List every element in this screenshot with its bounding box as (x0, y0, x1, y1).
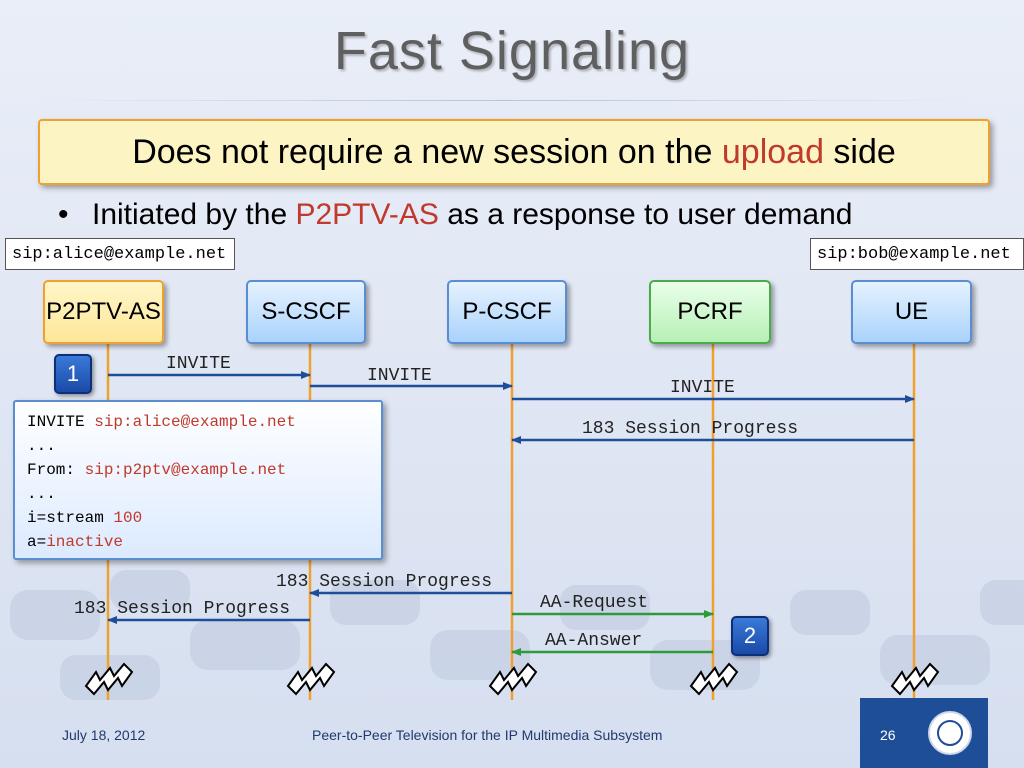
highlight-banner: Does not require a new session on the up… (38, 119, 990, 185)
break-icon-ue (890, 662, 940, 696)
footer-title: Peer-to-Peer Television for the IP Multi… (312, 727, 663, 743)
step-badge-2: 2 (731, 616, 769, 656)
node-p-cscf: P-CSCF (447, 280, 567, 344)
bullet-text-before: Initiated by the (92, 198, 296, 231)
node-s-cscf: S-CSCF (246, 280, 366, 344)
label-183-1: 183 Session Progress (582, 419, 798, 439)
msg-line-4: ... (27, 485, 56, 503)
sip-address-bob: sip:bob@example.net (810, 238, 1024, 270)
bullet-symbol: • (58, 198, 69, 231)
step-badge-1: 1 (54, 354, 92, 394)
banner-text-before: Does not require a new session on the (132, 133, 722, 171)
msg-line-6: a=inactive (27, 530, 369, 554)
label-invite-1: INVITE (166, 354, 231, 374)
label-invite-2: INVITE (367, 366, 432, 386)
footer-date: July 18, 2012 (62, 727, 146, 743)
bullet-text-after: as a response to user demand (438, 198, 853, 231)
label-invite-3: INVITE (670, 378, 735, 398)
node-ue: UE (851, 280, 972, 344)
bullet-highlight: P2PTV-AS (295, 198, 439, 231)
invite-message-box: INVITE sip:alice@example.net ... From: s… (13, 400, 383, 560)
msg-line-1-value: sip:alice@example.net (94, 413, 296, 431)
msg-line-1: INVITE sip:alice@example.net (27, 410, 369, 434)
title-divider (40, 100, 970, 101)
page-number: 26 (880, 727, 896, 743)
university-seal-icon (928, 711, 972, 755)
msg-line-6-value: inactive (46, 533, 124, 551)
msg-line-5-key: i=stream (27, 509, 114, 527)
sip-address-alice: sip:alice@example.net (5, 238, 235, 270)
page-title: Fast Signaling (333, 21, 691, 81)
msg-line-3: From: sip:p2ptv@example.net (27, 458, 369, 482)
msg-line-2: ... (27, 437, 56, 455)
bullet-point: • Initiated by the P2PTV-AS as a response… (58, 198, 852, 232)
msg-line-5-value: 100 (113, 509, 143, 527)
background-tiles (10, 570, 1024, 700)
break-icon-s-cscf (286, 662, 336, 696)
msg-line-6-key: a= (27, 533, 47, 551)
msg-line-3-value: sip:p2ptv@example.net (84, 461, 287, 479)
banner-highlight: upload (721, 133, 824, 171)
break-icon-p-cscf (488, 662, 538, 696)
msg-line-1-key: INVITE (27, 413, 95, 431)
node-pcrf: PCRF (649, 280, 771, 344)
label-aa-answer: AA-Answer (545, 631, 642, 651)
break-icon-p2ptv-as (84, 662, 134, 696)
label-183-2: 183 Session Progress (276, 572, 492, 592)
node-p2ptv-as: P2PTV-AS (43, 280, 164, 344)
msg-line-3-key: From: (27, 461, 85, 479)
msg-line-5: i=stream 100 (27, 506, 369, 530)
label-183-3: 183 Session Progress (74, 599, 290, 619)
banner-text-after: side (823, 133, 896, 171)
label-aa-request: AA-Request (540, 593, 648, 613)
break-icon-pcrf (689, 662, 739, 696)
